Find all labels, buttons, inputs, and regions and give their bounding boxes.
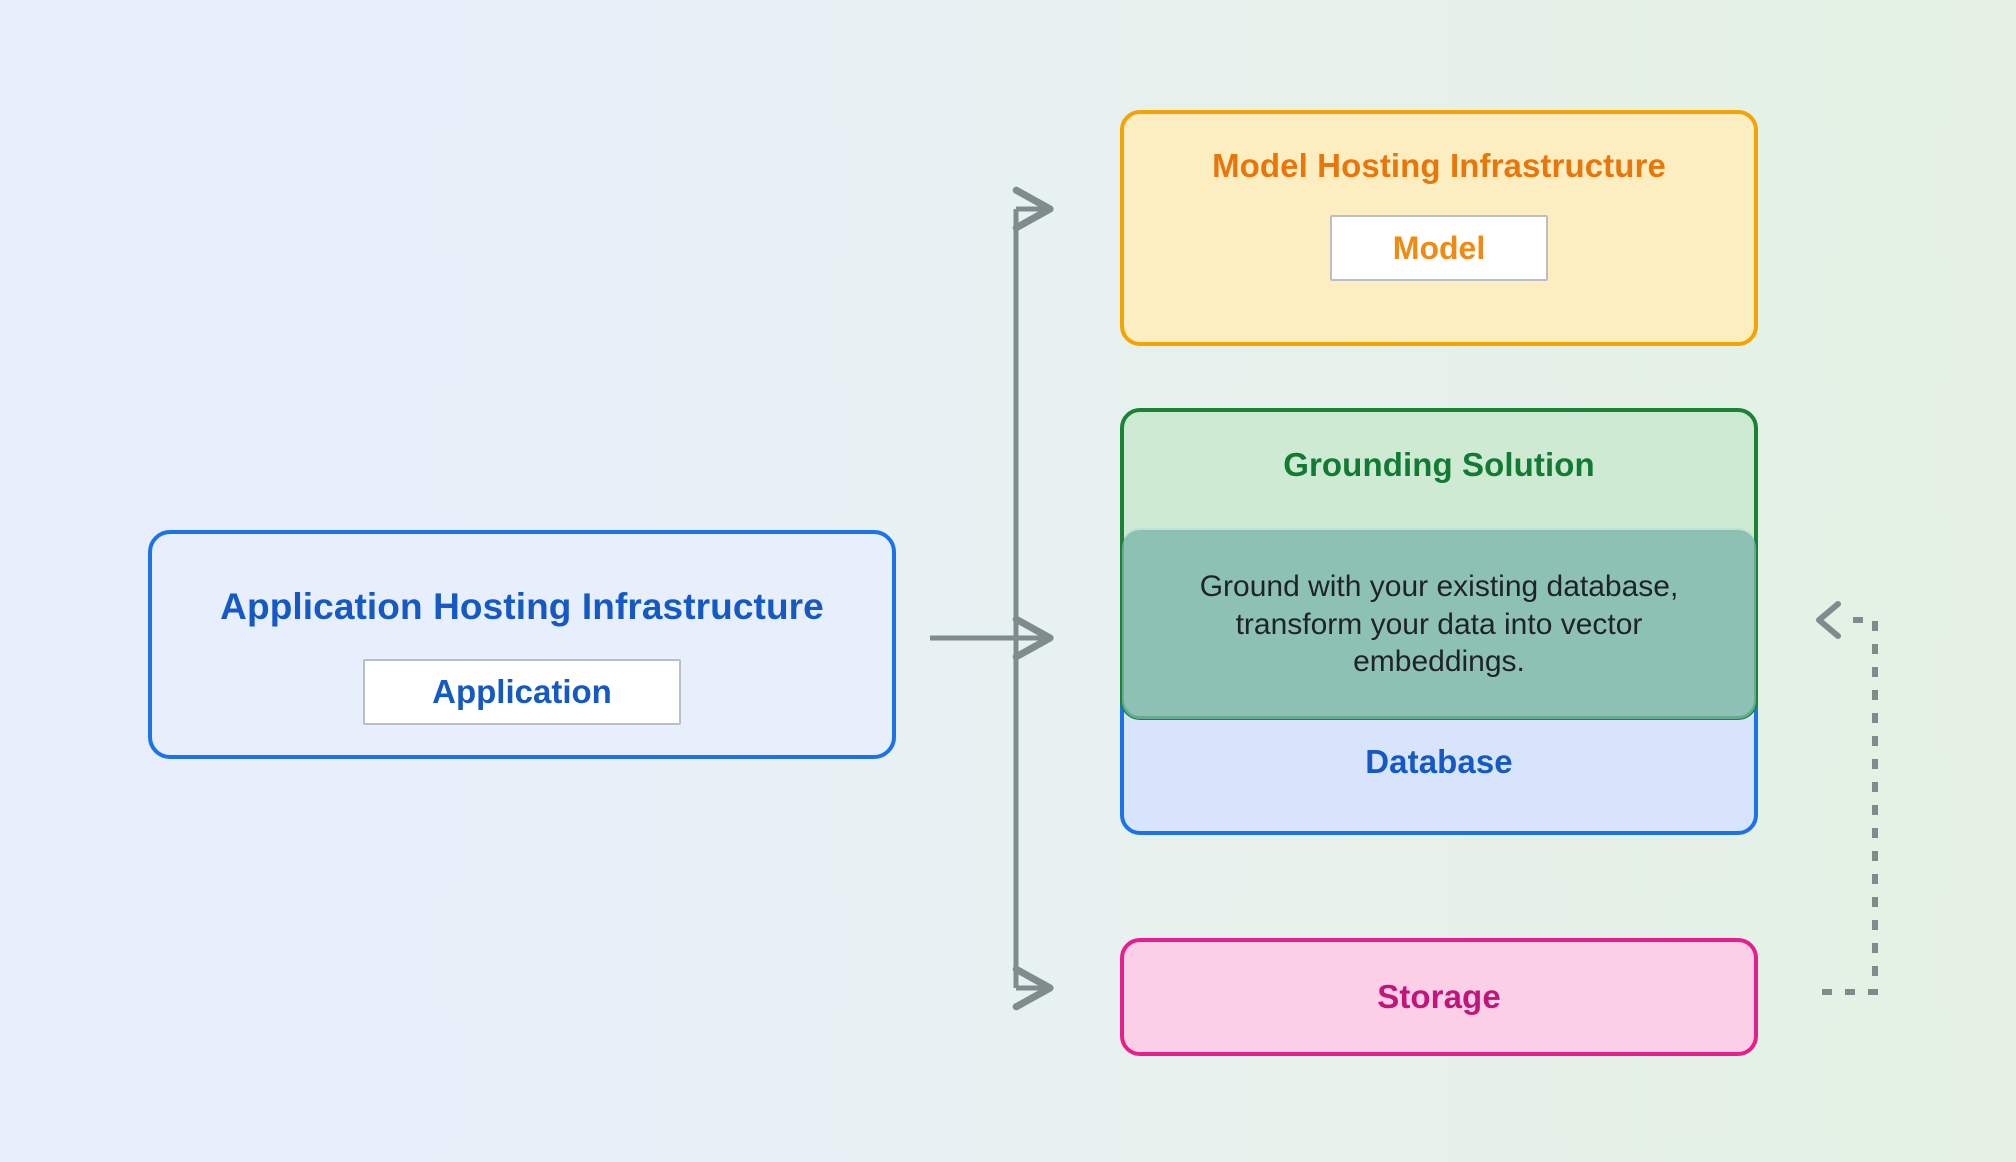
storage-node[interactable]: Storage xyxy=(1120,938,1758,1056)
application-hosting-infrastructure-node[interactable]: Application Hosting Infrastructure Appli… xyxy=(148,530,896,759)
database-title: Database xyxy=(1365,743,1513,780)
application-chip[interactable]: Application xyxy=(363,659,681,725)
grounding-solution-node[interactable]: Grounding Solution xyxy=(1120,408,1758,720)
model-hosting-infrastructure-node[interactable]: Model Hosting Infrastructure Model xyxy=(1120,110,1758,346)
application-hosting-title: Application Hosting Infrastructure xyxy=(220,586,824,627)
model-hosting-title: Model Hosting Infrastructure xyxy=(1212,147,1666,184)
model-chip[interactable]: Model xyxy=(1330,215,1548,281)
grounding-solution-title: Grounding Solution xyxy=(1283,446,1595,483)
storage-title: Storage xyxy=(1377,978,1501,1015)
